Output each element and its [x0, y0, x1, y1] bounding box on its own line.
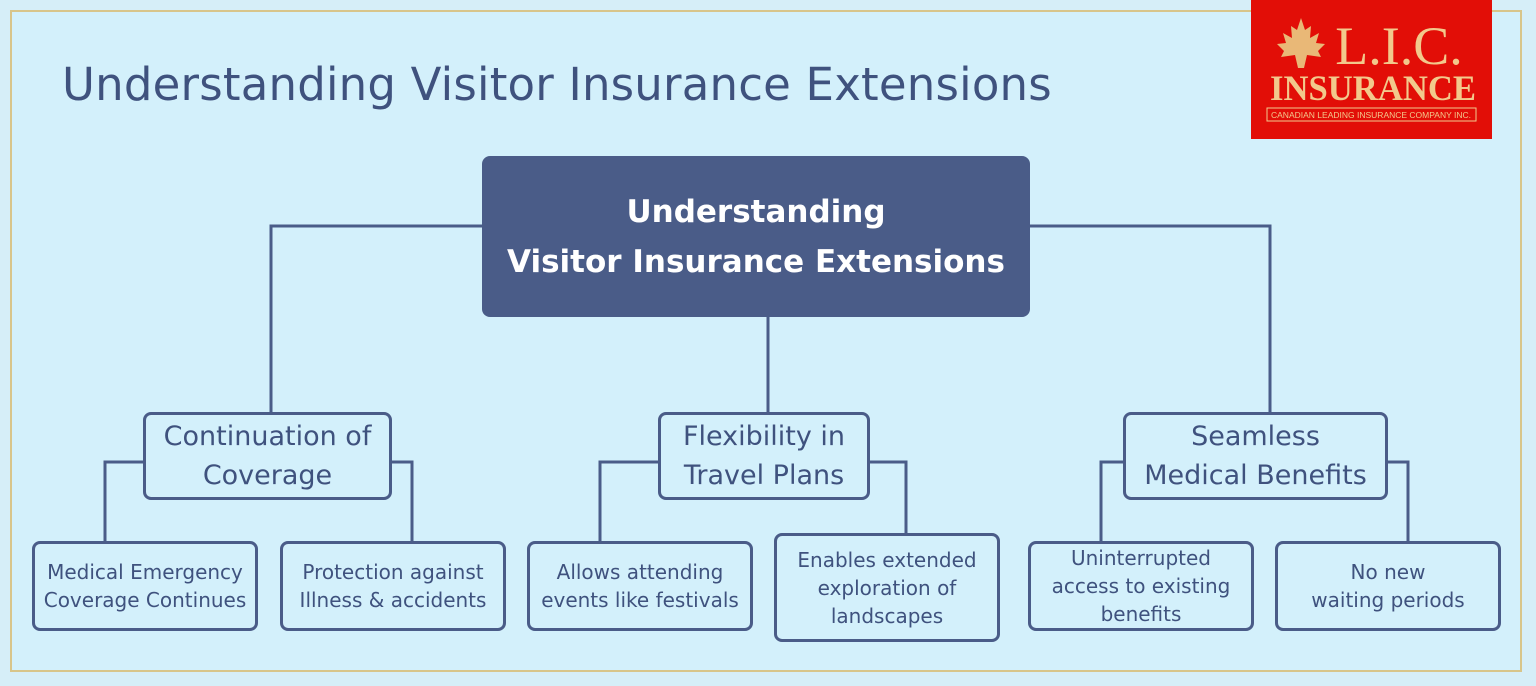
root-node: Understanding Visitor Insurance Extensio…: [482, 156, 1030, 317]
logo-initials: L.I.C.: [1335, 16, 1463, 76]
page-title: Understanding Visitor Insurance Extensio…: [62, 58, 1052, 111]
branch-node-flexibility-in-travel-plans: Flexibility in Travel Plans: [658, 412, 870, 500]
branch-node-seamless-medical-benefits: Seamless Medical Benefits: [1123, 412, 1388, 500]
lic-insurance-logo: L.I.C. INSURANCE CANADIAN LEADING INSURA…: [1251, 0, 1492, 139]
logo-word: INSURANCE: [1270, 68, 1476, 108]
branch-node-continuation-of-coverage: Continuation of Coverage: [143, 412, 392, 500]
leaf-node-protection-against-illness: Protection against Illness & accidents: [280, 541, 506, 631]
leaf-node-extended-exploration: Enables extended exploration of landscap…: [774, 533, 1000, 642]
leaf-node-uninterrupted-access: Uninterrupted access to existing benefit…: [1028, 541, 1254, 631]
logo-tagline: CANADIAN LEADING INSURANCE COMPANY INC.: [1271, 111, 1471, 120]
leaf-node-medical-emergency: Medical Emergency Coverage Continues: [32, 541, 258, 631]
maple-leaf-icon: [1277, 18, 1325, 68]
leaf-node-attending-events: Allows attending events like festivals: [527, 541, 753, 631]
leaf-node-no-waiting-periods: No new waiting periods: [1275, 541, 1501, 631]
